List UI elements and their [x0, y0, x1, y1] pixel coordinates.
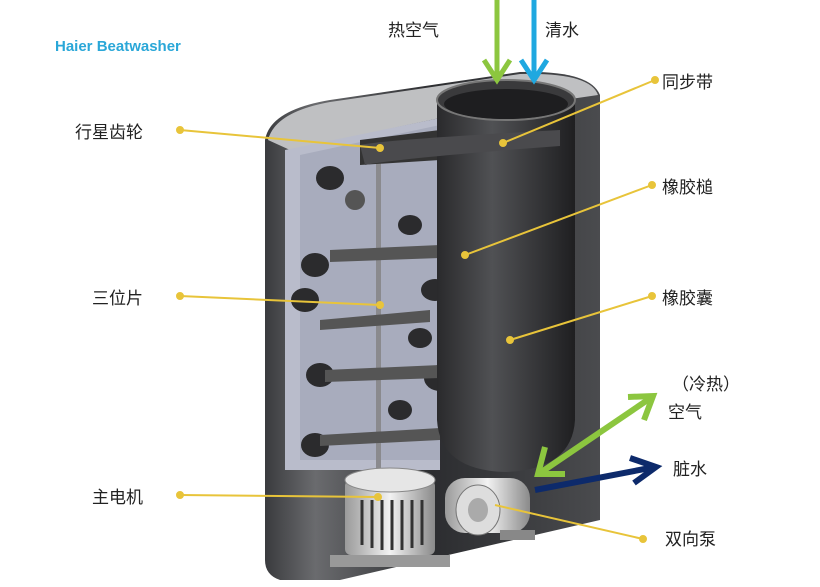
pump-illustration — [445, 478, 535, 540]
label-dirty-water: 脏水 — [673, 460, 707, 480]
label-rubber-mallet: 橡胶槌 — [662, 178, 713, 198]
label-hot-air: 热空气 — [388, 21, 439, 41]
label-three-position-blade: 三位片 — [92, 289, 143, 309]
label-rubber-bladder: 橡胶囊 — [662, 289, 713, 309]
hot-air-arrow — [481, 0, 513, 85]
dirty-water-arrow — [534, 455, 663, 493]
rubber-bladder-tube — [360, 79, 576, 472]
label-bidirectional-pump: 双向泵 — [665, 530, 716, 550]
label-air: 空气 — [668, 403, 702, 423]
air-bidirectional-arrow — [534, 392, 658, 477]
label-hot-cold: （冷热） — [672, 375, 740, 395]
brand-title: Haier Beatwasher — [55, 38, 181, 55]
label-main-motor: 主电机 — [92, 488, 143, 508]
label-planetary-gear: 行星齿轮 — [75, 123, 143, 143]
label-clean-water: 清水 — [545, 21, 579, 41]
clean-water-arrow — [518, 0, 550, 85]
leader-lines — [176, 76, 659, 543]
label-sync-belt: 同步带 — [662, 73, 713, 93]
main-motor-illustration — [330, 467, 450, 567]
